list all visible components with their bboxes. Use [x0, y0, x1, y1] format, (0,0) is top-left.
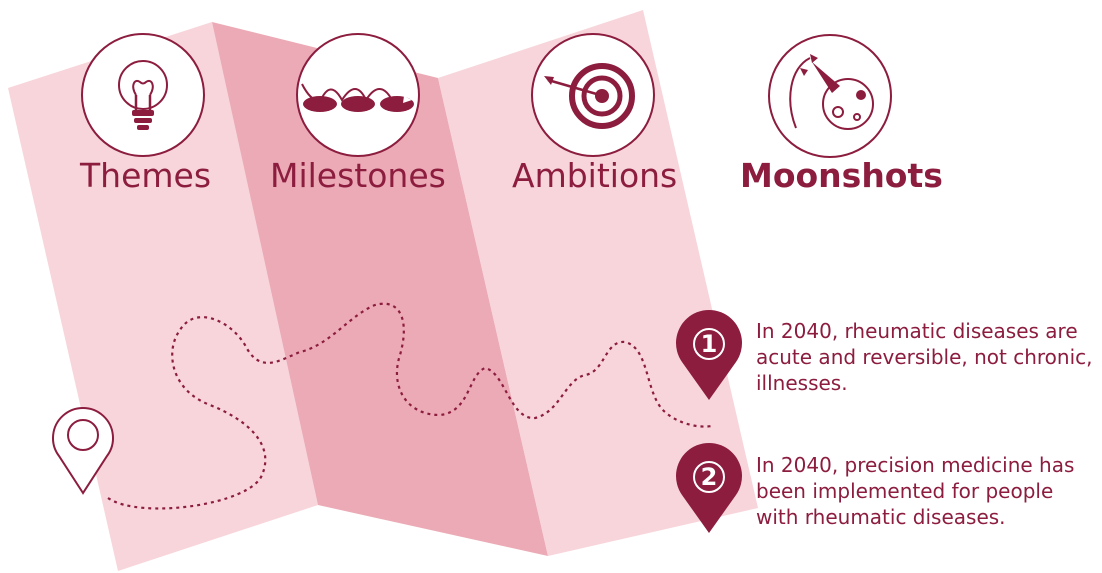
goal-pin-1-icon — [676, 310, 743, 400]
category-label-ambitions: Ambitions — [512, 156, 678, 195]
goal-text-1: In 2040, rheumatic diseases are acute an… — [756, 319, 1093, 395]
goal-number-2: 2 — [700, 463, 718, 491]
goal-pin-2-icon — [676, 443, 743, 533]
lightbulb-icon — [81, 33, 205, 157]
target-icon — [531, 33, 655, 157]
map-panel-2 — [212, 22, 548, 556]
category-label-milestones: Milestones — [270, 156, 446, 195]
stepping-stones-icon — [296, 33, 420, 157]
category-label-moonshots: Moonshots — [740, 156, 943, 195]
map-panel-3 — [438, 10, 758, 556]
goal-number-1: 1 — [700, 330, 718, 358]
rocket-moon-icon — [768, 34, 892, 158]
map-panel-1 — [8, 22, 318, 571]
category-label-themes: Themes — [80, 156, 212, 195]
start-pin-icon — [52, 407, 114, 495]
goal-text-2: In 2040, precision medicine has been imp… — [756, 453, 1075, 529]
